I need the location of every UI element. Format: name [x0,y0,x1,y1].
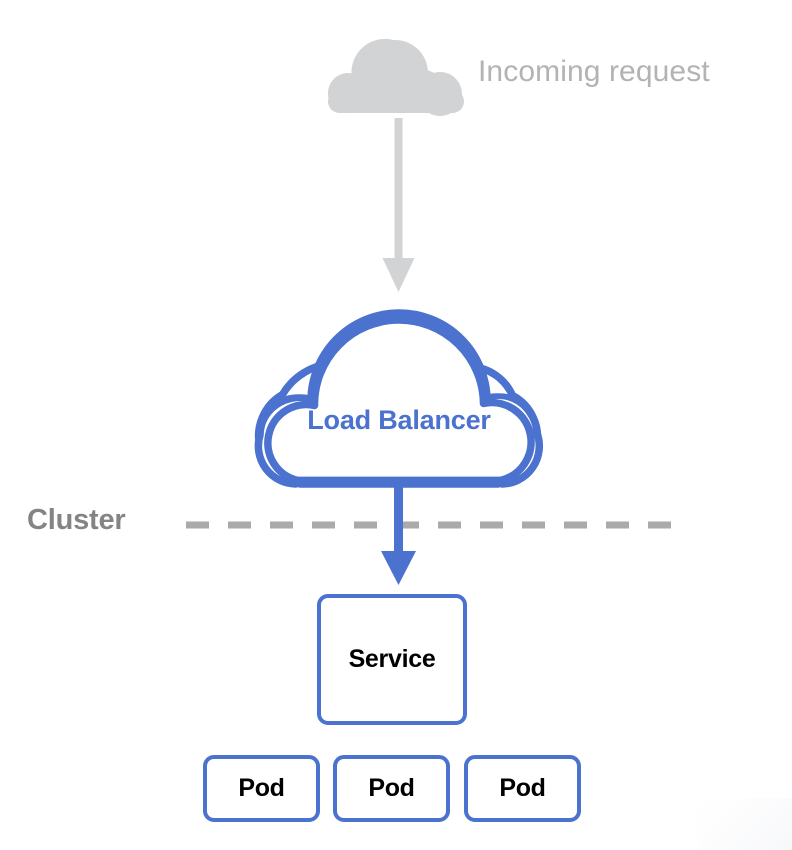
load-balancer-label: Load Balancer [307,405,491,435]
pod-label-2: Pod [368,774,415,802]
pod-label-1: Pod [238,774,285,802]
cluster-label: Cluster [27,504,126,536]
pod-label-3: Pod [499,774,546,802]
arrow-loadbalancer-to-service [381,480,416,585]
service-label: Service [348,645,436,673]
service-node[interactable]: Service [317,594,467,725]
incoming-request-label: Incoming request [478,55,710,88]
pod-node-1[interactable]: Pod [203,755,320,822]
pod-node-3[interactable]: Pod [464,755,581,822]
pod-node-2[interactable]: Pod [333,755,450,822]
pod-row: Pod Pod Pod [0,755,792,825]
arrow-incoming-to-loadbalancer [382,118,415,292]
cloud-filled-icon [328,38,464,116]
cloud-outline-icon [254,309,544,488]
